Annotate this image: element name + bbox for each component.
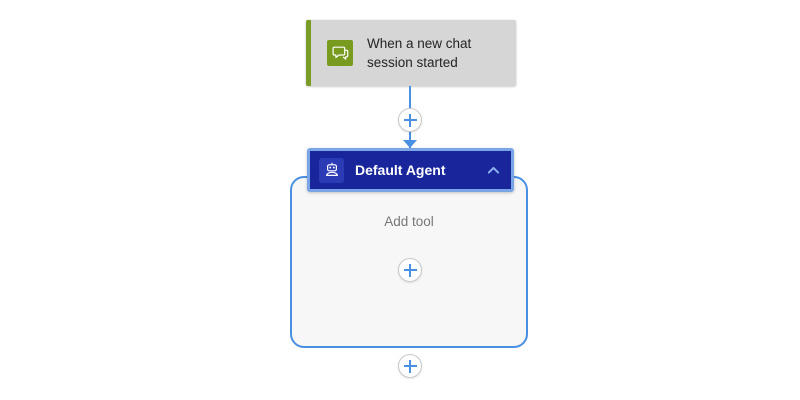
agent-header-card[interactable]: Default Agent (307, 148, 514, 192)
trigger-accent-bar (306, 20, 311, 86)
chat-bubble-icon (327, 40, 353, 66)
plus-icon-vertical (409, 359, 411, 373)
add-step-button-top[interactable] (398, 108, 422, 132)
plus-icon-vertical (409, 263, 411, 277)
trigger-card-new-chat-session[interactable]: When a new chat session started (306, 20, 516, 86)
robot-icon (319, 157, 344, 183)
connector-arrowhead-agent (403, 140, 417, 148)
plus-icon-vertical (409, 113, 411, 127)
add-step-button-bottom[interactable] (398, 354, 422, 378)
chevron-up-icon[interactable] (483, 160, 503, 180)
add-tool-label: Add tool (384, 214, 434, 229)
agent-title: Default Agent (355, 162, 446, 178)
agent-header: Default Agent (310, 151, 511, 189)
trigger-card-label: When a new chat session started (367, 36, 472, 70)
add-tool-button[interactable] (398, 258, 422, 282)
